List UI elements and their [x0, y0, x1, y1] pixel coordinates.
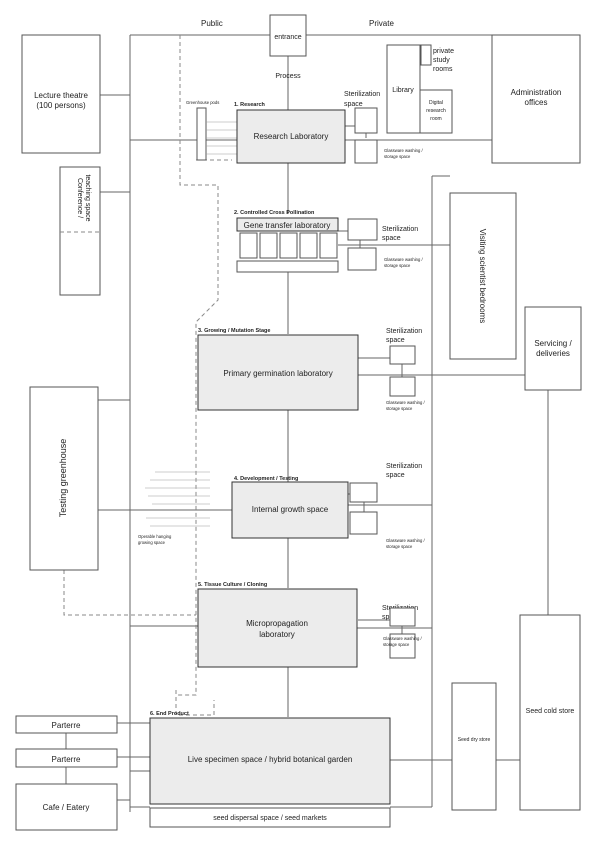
stage-4-heading: 4. Development / Testing	[234, 476, 298, 482]
lecture-line-1: Lecture theatre	[34, 91, 88, 100]
sterilization-3[interactable]: Sterilization space Glassware washing / …	[386, 328, 425, 411]
connector-lines	[65, 34, 549, 812]
testing-greenhouse-node[interactable]: Testing greenhouse	[29, 386, 99, 571]
sterilization-3-line-2: space	[386, 337, 405, 344]
sterilization-5[interactable]: Sterilization space Glassware washing / …	[382, 605, 422, 659]
stage-1-lab-label: Research Laboratory	[254, 132, 329, 141]
conference-node[interactable]: Conference / teaching space	[59, 166, 101, 296]
sterilization-4-line-1: Sterilization	[386, 463, 422, 470]
operable-growing-space: Operable hanging growing space	[138, 471, 210, 545]
stage-5-heading: 5. Tissue Culture / Cloning	[198, 582, 267, 588]
glassware-1-line-2: storage space	[384, 154, 411, 159]
digital-line-1: Digital	[429, 100, 443, 106]
seed-dispersal-node[interactable]: seed dispersal space / seed markets	[149, 807, 391, 828]
library-label: Library	[392, 87, 414, 94]
greenhouse-pods-label: Greenhouse pods	[186, 100, 219, 105]
sterilization-4-line-2: space	[386, 472, 405, 479]
process-label: Process	[275, 73, 301, 80]
visiting-label: Visiting scientist bedrooms	[478, 229, 487, 324]
sterilization-2-line-1: Sterilization	[382, 226, 418, 233]
visiting-scientist-node[interactable]: Visiting scientist bedrooms	[449, 192, 517, 360]
parterre-2-label: Parterre	[52, 755, 81, 764]
admin-line-1: Administration	[511, 88, 562, 97]
seed-cold-label: Seed cold store	[526, 708, 575, 715]
stage-6-lab-label: Live specimen space / hybrid botanical g…	[188, 755, 353, 764]
entrance-label: entrance	[274, 34, 301, 41]
greenhouse-pods: Greenhouse pods	[186, 100, 237, 161]
glassware-1-line-1: Glassware washing /	[384, 148, 423, 153]
parterre-2-node[interactable]: Parterre	[15, 748, 118, 768]
stage-5-lab-line-1: Micropropagation	[246, 619, 308, 628]
conference-line-2: teaching space	[84, 174, 91, 221]
stage-1-heading: 1. Research	[234, 102, 266, 108]
servicing-line-1: Servicing /	[534, 339, 572, 348]
sterilization-3-line-1: Sterilization	[386, 328, 422, 335]
stage-2-pollination[interactable]: 2. Controlled Cross Pollination Gene tra…	[234, 210, 339, 273]
servicing-line-2: deliveries	[536, 349, 570, 358]
stage-2-heading: 2. Controlled Cross Pollination	[234, 210, 315, 216]
stage-4-development[interactable]: 4. Development / Testing Internal growth…	[231, 476, 349, 539]
servicing-node[interactable]: Servicing / deliveries	[524, 306, 582, 391]
stage-6-end-product[interactable]: 6. End Product Live specimen space / hyb…	[149, 711, 391, 805]
lecture-theatre-node[interactable]: Lecture theatre (100 persons)	[21, 34, 101, 154]
digital-line-3: room	[430, 116, 441, 122]
stage-3-lab-label: Primary germination laboratory	[223, 369, 332, 378]
seed-dry-store-node[interactable]: Seed dry store	[451, 682, 497, 811]
entrance-node[interactable]: entrance	[269, 14, 307, 57]
glassware-3-line-2: storage space	[386, 406, 413, 411]
library-node[interactable]: Library private study rooms Digital rese…	[386, 44, 454, 134]
sterilization-4[interactable]: Sterilization space Glassware washing / …	[349, 463, 425, 549]
operable-line-1: Operable hanging	[138, 534, 172, 539]
lecture-line-2: (100 persons)	[36, 101, 86, 110]
study-line-1: private	[433, 48, 454, 55]
seed-dispersal-label: seed dispersal space / seed markets	[213, 815, 327, 822]
glassware-4-line-1: Glassware washing /	[386, 538, 425, 543]
parterre-1-label: Parterre	[52, 721, 81, 730]
glassware-5-line-2: storage space	[383, 642, 410, 647]
study-line-2: study	[433, 57, 450, 64]
digital-line-2: research	[426, 108, 446, 114]
glassware-2-line-2: storage space	[384, 263, 411, 268]
sterilization-1[interactable]: Sterilization space Glassware washing / …	[344, 91, 423, 164]
administration-node[interactable]: Administration offices	[491, 34, 581, 164]
glassware-4-line-2: storage space	[386, 544, 413, 549]
cafe-node[interactable]: Cafe / Eatery	[15, 783, 118, 831]
zone-label-private: Private	[369, 19, 394, 28]
testing-greenhouse-label: Testing greenhouse	[58, 439, 68, 518]
stage-2-lab-label: Gene transfer laboratory	[244, 221, 331, 230]
seed-dry-label: Seed dry store	[458, 737, 491, 743]
study-line-3: rooms	[433, 66, 453, 73]
operable-line-2: growing space	[138, 540, 166, 545]
parterre-1-node[interactable]: Parterre	[15, 715, 118, 734]
stage-3-growing[interactable]: 3. Growing / Mutation Stage Primary germ…	[197, 328, 359, 411]
stage-4-lab-label: Internal growth space	[252, 505, 329, 514]
sterilization-1-line-2: space	[344, 101, 363, 108]
sterilization-2-line-2: space	[382, 235, 401, 242]
sterilization-1-line-1: Sterilization	[344, 91, 380, 98]
zone-label-public: Public	[201, 19, 223, 28]
seed-cold-store-node[interactable]: Seed cold store	[519, 614, 581, 811]
stage-6-heading: 6. End Product	[150, 711, 189, 717]
stage-3-heading: 3. Growing / Mutation Stage	[198, 328, 270, 334]
glassware-2-line-1: Glassware washing /	[384, 257, 423, 262]
cafe-label: Cafe / Eatery	[43, 803, 90, 812]
conference-line-1: Conference /	[76, 178, 83, 218]
admin-line-2: offices	[525, 98, 548, 107]
sterilization-2[interactable]: Sterilization space Glassware washing / …	[347, 218, 423, 271]
stage-1-research[interactable]: 1. Research Research Laboratory	[234, 102, 346, 164]
stage-5-tissue-culture[interactable]: 5. Tissue Culture / Cloning Micropropaga…	[197, 582, 358, 668]
glassware-5-line-1: Glassware washing /	[383, 636, 422, 641]
glassware-3-line-1: Glassware washing /	[386, 400, 425, 405]
stage-5-lab-line-2: laboratory	[259, 630, 295, 639]
